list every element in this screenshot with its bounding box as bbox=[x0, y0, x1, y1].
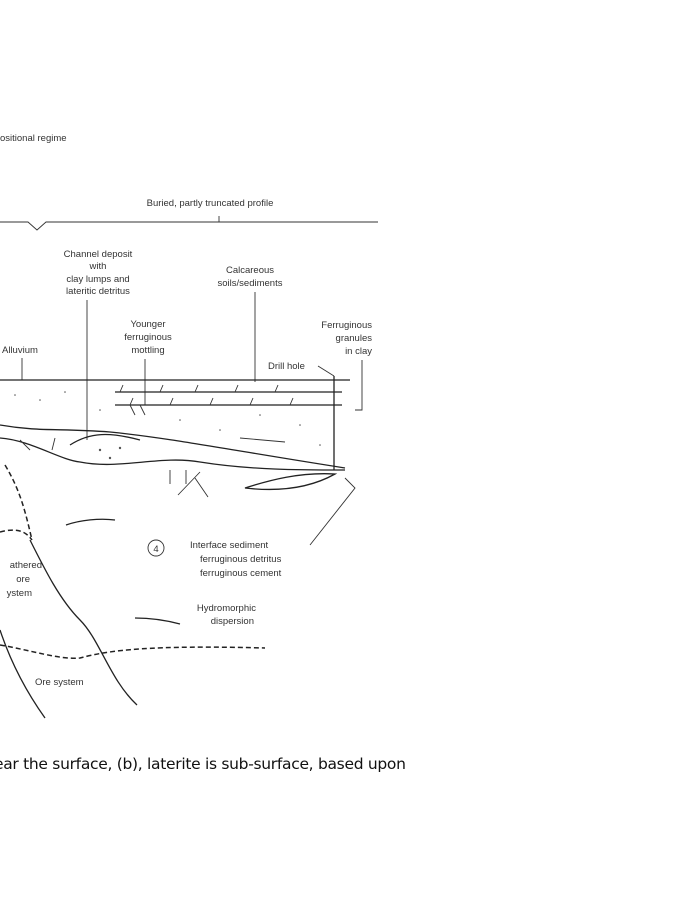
label-line: athered bbox=[10, 560, 42, 571]
geological-profile-diagram: ositional regime Buried, partly truncate… bbox=[0, 133, 378, 719]
channel-top bbox=[69, 433, 141, 446]
ore-boundary bbox=[29, 539, 138, 706]
dispersion-arrow bbox=[65, 518, 116, 526]
label-line: Interface sediment bbox=[190, 540, 269, 551]
calcareous-label: Calcareous soils/sediments bbox=[218, 265, 283, 289]
label-line: Calcareous bbox=[226, 265, 274, 276]
ferruginous-lens bbox=[244, 473, 338, 491]
alluvium-label: Alluvium bbox=[2, 345, 38, 356]
label-line: granules bbox=[336, 333, 373, 344]
dispersion-arrow bbox=[134, 617, 181, 625]
label-line: ferruginous cement bbox=[200, 568, 282, 579]
sediment-dots bbox=[14, 391, 321, 460]
label-line: ore bbox=[16, 574, 30, 585]
label-line: lateritic detritus bbox=[66, 286, 130, 297]
granules-label: Ferruginous granules in clay bbox=[321, 320, 372, 357]
label-line: ystem bbox=[7, 588, 32, 599]
interface-leader bbox=[309, 477, 356, 546]
label-line: Hydromorphic bbox=[197, 603, 256, 614]
label-line: in clay bbox=[345, 346, 372, 357]
ore-system-label: Ore system bbox=[35, 677, 84, 688]
profile-bracket bbox=[0, 221, 378, 231]
laterite-top bbox=[0, 424, 346, 469]
label-line: Younger bbox=[130, 319, 165, 330]
label-line: Ferruginous bbox=[321, 320, 372, 331]
interface-label: Interface sediment ferruginous detritus … bbox=[190, 540, 282, 579]
channel-base bbox=[0, 437, 346, 471]
circle-number: 4 bbox=[153, 544, 158, 555]
weathering-front bbox=[0, 644, 266, 660]
ore-boundary bbox=[0, 629, 46, 719]
figure-caption: ear the surface, (b), laterite is sub-su… bbox=[0, 755, 406, 773]
label-line: Channel deposit bbox=[64, 249, 133, 260]
label-line: clay lumps and bbox=[66, 274, 129, 285]
regime-label: ositional regime bbox=[0, 133, 67, 144]
weathering-front bbox=[4, 464, 33, 541]
weathering-front bbox=[0, 529, 33, 541]
lens-mark bbox=[239, 437, 286, 443]
granules-bracket bbox=[355, 360, 363, 411]
hydromorphic-label: Hydromorphic dispersion bbox=[197, 603, 256, 627]
number-circle bbox=[147, 539, 165, 557]
drill-hole-label: Drill hole bbox=[268, 361, 305, 372]
weathered-ore-label: athered ore ystem bbox=[7, 560, 42, 599]
calcrete-ticks bbox=[119, 384, 294, 406]
label-line: dispersion bbox=[211, 616, 254, 627]
root-marks bbox=[19, 404, 209, 498]
label-line: with bbox=[89, 261, 107, 272]
label-line: soils/sediments bbox=[218, 278, 283, 289]
younger-mottling-label: Younger ferruginous mottling bbox=[124, 319, 172, 356]
label-line: ferruginous detritus bbox=[200, 554, 282, 565]
channel-deposit-label: Channel deposit with clay lumps and late… bbox=[64, 249, 133, 297]
label-line: ferruginous bbox=[124, 332, 172, 343]
label-line: mottling bbox=[131, 345, 164, 356]
profile-label: Buried, partly truncated profile bbox=[147, 198, 274, 209]
leader-line bbox=[317, 365, 335, 377]
